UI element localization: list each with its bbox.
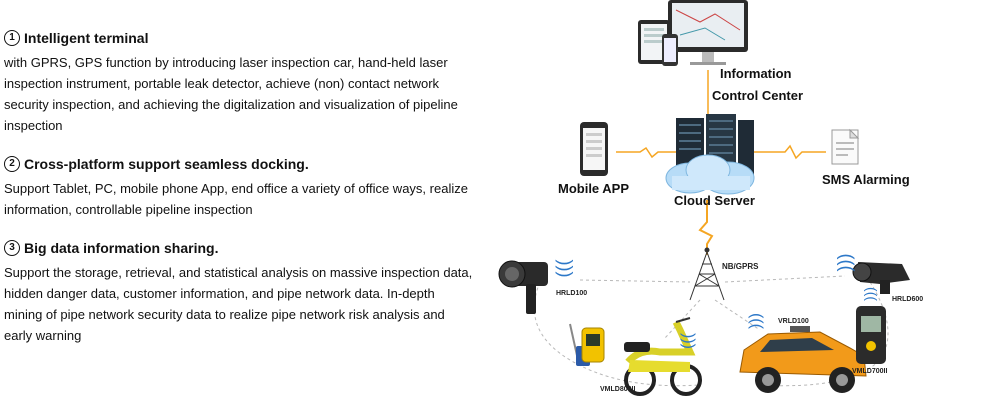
vmld700-label: VMLD700II — [852, 368, 888, 375]
hrld100-device — [498, 260, 548, 314]
sms-alarming-label: SMS Alarming — [822, 172, 910, 187]
section-title: Cross-platform support seamless docking. — [24, 156, 309, 172]
section-body: with GPRS, GPS function by introducing l… — [4, 55, 458, 133]
vmld800-scooter — [624, 317, 702, 396]
wifi-icon: ))) — [679, 333, 697, 349]
vrld100-car — [739, 326, 867, 393]
section-number: 2 — [4, 156, 20, 172]
vmld700-detector — [856, 306, 886, 364]
wifi-icon: ))) — [555, 259, 576, 278]
tower-label: NB/GPRS — [722, 262, 759, 271]
section-title: Big data information sharing. — [24, 240, 219, 256]
hrld600-label: HRLD600 — [892, 296, 924, 303]
hrld100-label: HRLD100 — [556, 290, 588, 297]
link-tower-hrld100 — [579, 279, 691, 283]
wifi-icon: ))) — [861, 287, 877, 301]
tower-icon — [689, 247, 725, 301]
section-number: 3 — [4, 240, 20, 256]
network-path-right — [759, 281, 889, 387]
section-body: Support Tablet, PC, mobile phone App, en… — [4, 181, 468, 217]
section-number: 1 — [4, 30, 20, 46]
wifi-icon: ))) — [746, 313, 764, 329]
vrld100-label: VRLD100 — [778, 318, 809, 325]
info-center-label-2: Control Center — [712, 88, 803, 103]
section-title: Intelligent terminal — [24, 30, 149, 46]
link-tower-scooter — [664, 299, 701, 339]
link-cloud-sms — [752, 144, 826, 160]
information-center-icon — [638, 0, 748, 66]
mobile-app-icon — [580, 122, 608, 176]
cloud-icon — [665, 154, 755, 195]
info-center-label-1: Information — [720, 66, 792, 81]
link-mobile-cloud — [616, 146, 676, 159]
link-cloud-tower — [698, 200, 714, 255]
yellow-detector-device — [581, 327, 605, 363]
wifi-icon: ))) — [834, 253, 855, 272]
cloud-server-label: Cloud Server — [674, 193, 755, 208]
hrld600-device — [852, 262, 910, 294]
section-body: Support the storage, retrieval, and stat… — [4, 265, 473, 343]
vmld800-label: VMLD800II — [600, 386, 636, 393]
sms-document-icon — [831, 128, 860, 165]
network-path-left — [533, 281, 701, 387]
link-tower-hrld600 — [724, 275, 846, 283]
mobile-app-label: Mobile APP — [558, 181, 630, 196]
